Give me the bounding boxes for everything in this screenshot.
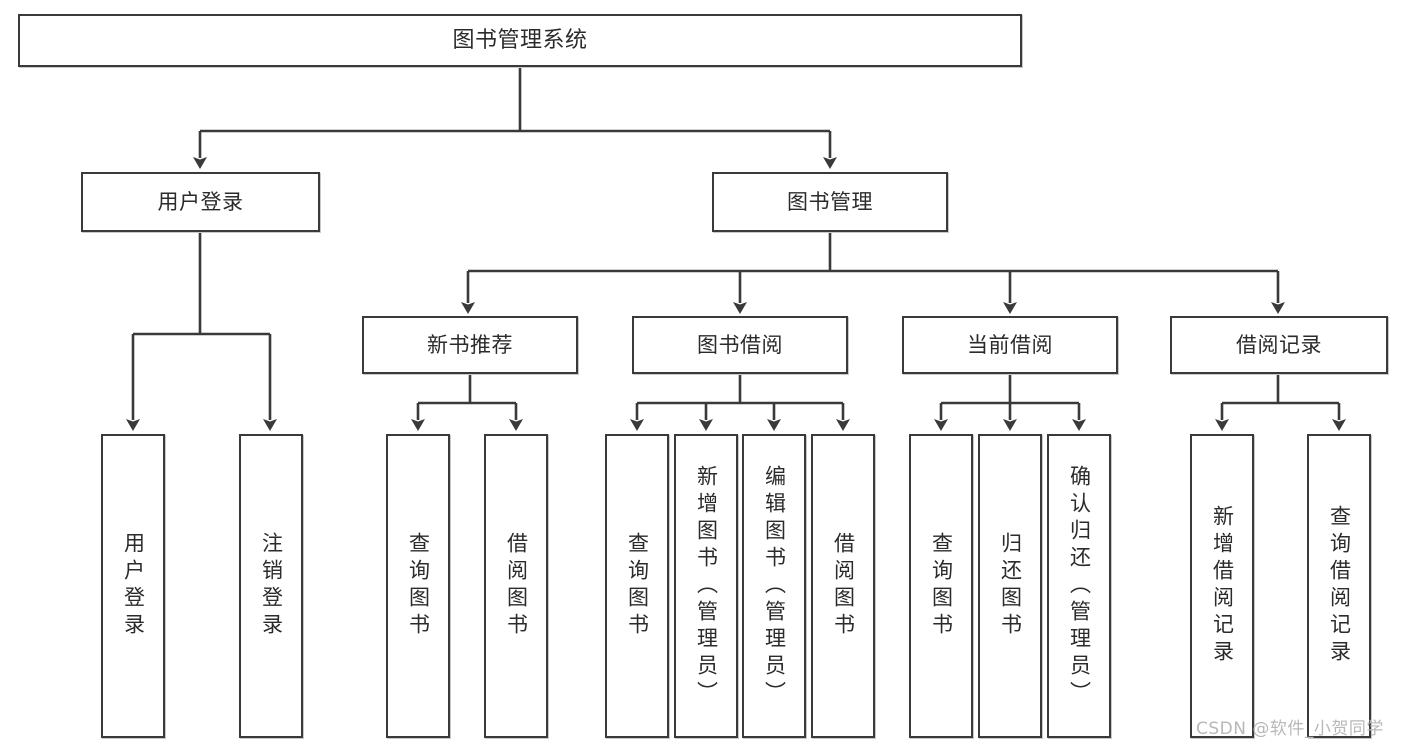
node-label: 借阅图书	[504, 532, 529, 640]
leaf-query-book-borrow[interactable]: 查询图书	[605, 434, 669, 738]
node-label: 图书借阅	[697, 332, 783, 357]
leaf-user-login[interactable]: 用户登录	[101, 434, 165, 738]
node-borrow-record[interactable]: 借阅记录	[1170, 316, 1388, 374]
node-label: 确认归还（管理员）	[1067, 464, 1092, 708]
leaf-edit-book-admin[interactable]: 编辑图书（管理员）	[742, 434, 806, 738]
node-label: 用户登录	[121, 532, 146, 640]
node-book-management[interactable]: 图书管理	[712, 172, 948, 232]
node-current-borrow[interactable]: 当前借阅	[902, 316, 1118, 374]
leaf-query-book-recommend[interactable]: 查询图书	[386, 434, 450, 738]
leaf-borrow-book-recommend[interactable]: 借阅图书	[484, 434, 548, 738]
leaf-query-borrow-record[interactable]: 查询借阅记录	[1307, 434, 1371, 738]
leaf-return-book[interactable]: 归还图书	[978, 434, 1042, 738]
node-label: 归还图书	[998, 532, 1023, 640]
node-new-book-recommend[interactable]: 新书推荐	[362, 316, 578, 374]
csdn-watermark: CSDN @软件_小贺同学	[1196, 719, 1384, 739]
node-label: 新增借阅记录	[1210, 505, 1235, 667]
node-user-login[interactable]: 用户登录	[81, 172, 320, 232]
node-label: 编辑图书（管理员）	[762, 464, 787, 708]
node-label: 新书推荐	[427, 332, 513, 357]
node-label: 图书管理	[787, 189, 873, 214]
node-book-borrow[interactable]: 图书借阅	[632, 316, 848, 374]
node-label: 查询图书	[406, 532, 431, 640]
node-root-book-management-system[interactable]: 图书管理系统	[18, 14, 1022, 67]
leaf-add-borrow-record[interactable]: 新增借阅记录	[1190, 434, 1254, 738]
node-label: 借阅图书	[831, 532, 856, 640]
node-label: 图书管理系统	[452, 27, 588, 53]
leaf-borrow-book[interactable]: 借阅图书	[811, 434, 875, 738]
leaf-query-book-current[interactable]: 查询图书	[909, 434, 973, 738]
leaf-confirm-return-admin[interactable]: 确认归还（管理员）	[1047, 434, 1111, 738]
node-label: 查询借阅记录	[1327, 505, 1352, 667]
node-label: 借阅记录	[1236, 332, 1322, 357]
node-label: 查询图书	[625, 532, 650, 640]
node-label: 新增图书（管理员）	[694, 464, 719, 708]
leaf-logout[interactable]: 注销登录	[239, 434, 303, 738]
node-label: 注销登录	[259, 532, 284, 640]
node-label: 当前借阅	[967, 332, 1053, 357]
leaf-add-book-admin[interactable]: 新增图书（管理员）	[674, 434, 738, 738]
node-label: 查询图书	[929, 532, 954, 640]
node-label: 用户登录	[157, 189, 244, 214]
